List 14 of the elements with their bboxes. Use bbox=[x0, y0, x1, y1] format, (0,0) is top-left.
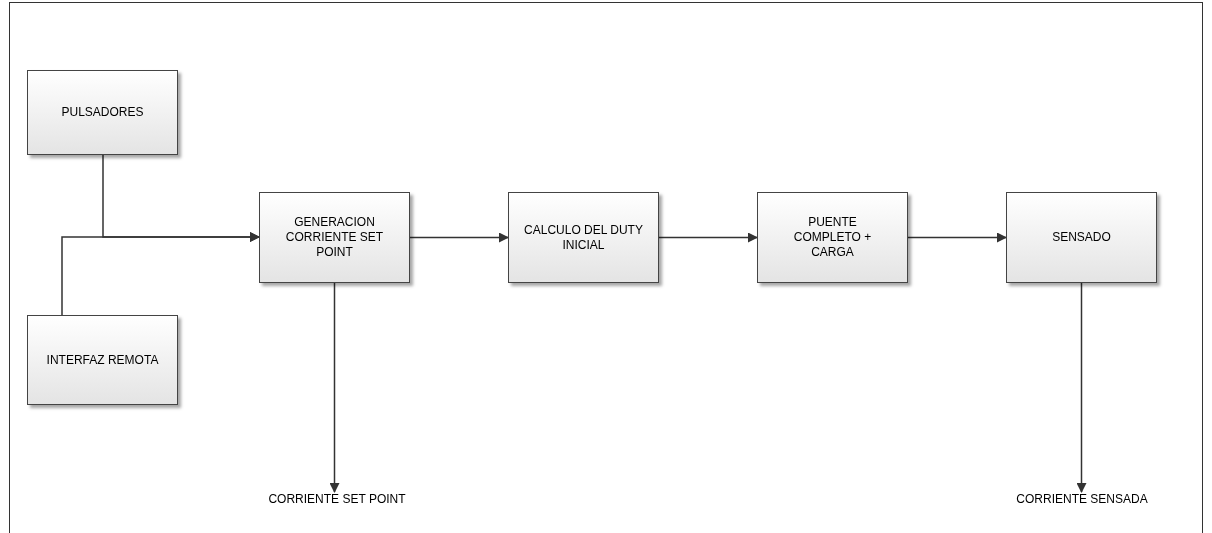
process-box: PUENTE COMPLETO + CARGA bbox=[757, 192, 908, 283]
output-label: CORRIENTE SET POINT bbox=[247, 492, 427, 514]
arrow bbox=[658, 232, 758, 243]
process-box: INTERFAZ REMOTA bbox=[27, 315, 178, 405]
process-box: GENERACION CORRIENTE SET POINT bbox=[259, 192, 410, 283]
output-label: CORRIENTE SENSADA bbox=[992, 492, 1172, 514]
process-box: CALCULO DEL DUTY INICIAL bbox=[508, 192, 659, 283]
process-box: PULSADORES bbox=[27, 70, 178, 155]
arrow bbox=[409, 232, 509, 243]
arrow bbox=[1076, 282, 1087, 493]
process-box: SENSADO bbox=[1006, 192, 1157, 283]
arrow bbox=[907, 232, 1007, 243]
arrow bbox=[61, 232, 260, 316]
arrow bbox=[329, 282, 340, 493]
